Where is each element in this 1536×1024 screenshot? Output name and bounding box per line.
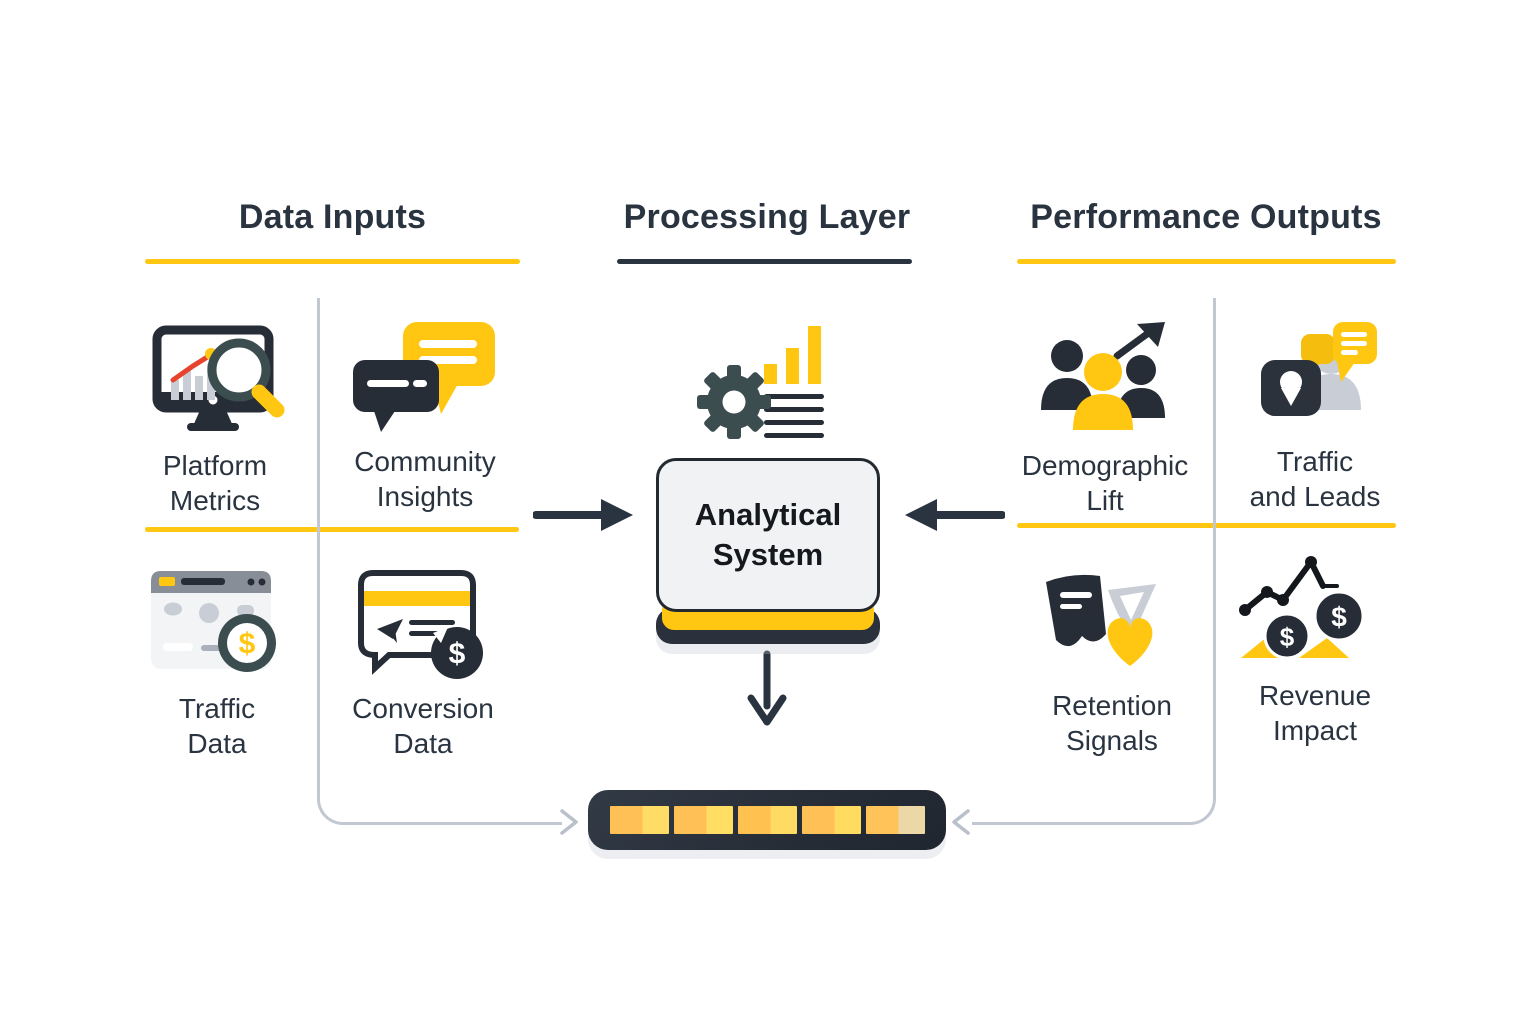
output-item-retention-signals: Retention Signals [1007,562,1217,758]
pipeline-bar-segment [610,806,669,834]
pipeline-bar-segment [802,806,861,834]
chat-heart-icon [1046,574,1156,666]
chat-bubbles-icon [353,322,495,432]
card-coin-icon: $ [358,570,483,679]
item-label: Conversion [352,693,494,724]
item-label: Traffic [1276,446,1354,477]
input-item-platform-metrics: Platform Metrics [110,322,320,518]
output-item-revenue-impact: $ $ Revenue Impact [1210,552,1420,748]
box-face: Analytical System [656,458,880,612]
item-label: Revenue [1258,680,1372,711]
item-label: Lift [1086,485,1124,516]
svg-text:$: $ [239,628,256,661]
output-item-demographic-lift: Demographic Lift [1000,322,1210,518]
gear-chart-icon [697,326,824,439]
connector-arrow-left-icon [952,809,970,835]
item-label: Impact [1272,715,1358,746]
inputs-mid-separator [145,527,519,532]
data-inputs-underline [145,259,520,264]
chart-coins-icon: $ $ [1239,556,1365,660]
item-label: Signals [1066,725,1158,756]
analytical-system-box: Analytical System [656,458,884,654]
inputs-connector-line [317,298,562,825]
item-label: Data [393,728,453,759]
input-item-community-insights: Community Insights [320,318,530,514]
output-item-traffic-and-leads: Traffic and Leads [1210,318,1420,514]
performance-outputs-underline [1017,259,1396,264]
pipeline-bar-segment [674,806,733,834]
header-processing-layer: Processing Layer [623,198,911,236]
outputs-connector-line [972,298,1216,825]
people-growth-icon [1041,322,1165,430]
item-label: Data [187,728,247,759]
inputs-to-system-arrow-icon [533,499,633,531]
item-label: Metrics [169,485,261,516]
box-label: System [712,537,824,572]
svg-text:$: $ [1280,622,1295,652]
system-to-pipeline-arrow-icon [747,650,787,726]
input-item-traffic-data: $ Traffic Data [112,565,322,761]
svg-text:$: $ [1331,602,1347,633]
header-performance-outputs: Performance Outputs [1030,198,1382,236]
pin-chat-leads-icon [1261,322,1377,416]
outputs-mid-separator [1017,523,1396,528]
item-label: Insights [376,481,474,512]
svg-text:$: $ [449,638,466,671]
item-label: and Leads [1249,481,1381,512]
pipeline-bar [588,790,946,850]
item-label: Community [354,446,496,477]
item-label: Demographic [1021,450,1189,481]
processing-layer-underline [617,259,912,264]
header-data-inputs: Data Inputs [238,198,427,236]
connector-arrow-right-icon [560,809,578,835]
outputs-to-system-arrow-icon [905,499,1005,531]
item-label: Traffic [178,693,256,724]
pipeline-bar-segment [866,806,925,834]
item-label: Platform [162,450,268,481]
monitor-magnifier-icon [152,325,285,431]
box-label: Analytical [694,497,842,532]
browser-coin-icon: $ [151,571,276,672]
item-label: Retention [1052,690,1172,721]
pipeline-bar-segment [738,806,797,834]
input-item-conversion-data: $ Conversion Data [318,565,528,761]
